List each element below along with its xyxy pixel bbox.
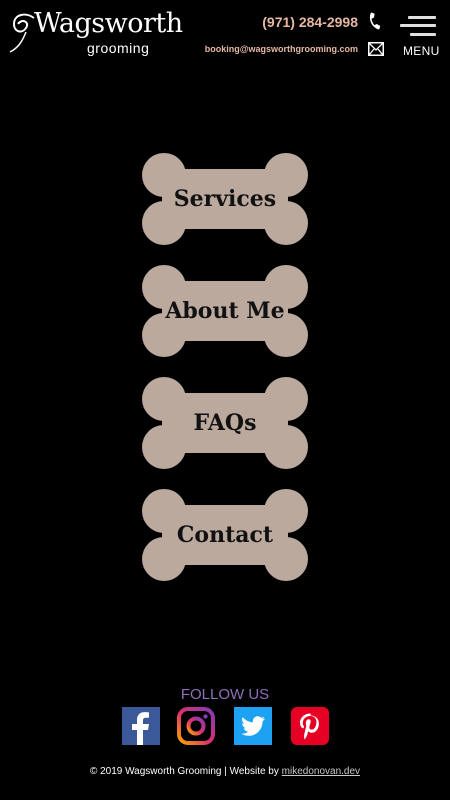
instagram-icon[interactable]	[177, 707, 215, 745]
twitter-icon[interactable]	[234, 707, 272, 745]
hamburger-icon-bar	[408, 16, 436, 19]
faqs-label: FAQs	[193, 410, 257, 436]
copyright-label: © 2019 Wagsworth Grooming | Website by	[89, 766, 279, 777]
mail-icon[interactable]	[368, 42, 384, 56]
bone-icon	[142, 377, 308, 469]
bone-icon	[142, 265, 308, 357]
logo[interactable]: Wagsworth grooming	[8, 6, 183, 60]
hamburger-icon-bar	[400, 24, 436, 27]
bone-icon	[142, 489, 308, 581]
copyright-text: © 2019 Wagsworth Grooming | Website by m…	[0, 766, 450, 777]
services-button[interactable]: Services	[142, 153, 308, 245]
bone-icon	[142, 153, 308, 245]
menu-button[interactable]: MENU	[400, 14, 440, 60]
logo-swirl-icon	[9, 13, 35, 53]
hamburger-icon-bar	[410, 33, 436, 36]
phone-number-link[interactable]: (971) 284-2998	[262, 14, 358, 30]
email-link[interactable]: booking@wagsworthgrooming.com	[204, 44, 358, 54]
logo-subtext: grooming	[87, 40, 150, 56]
pinterest-icon[interactable]	[291, 707, 329, 745]
follow-us-heading: FOLLOW US	[180, 686, 270, 703]
logo-text: Wagsworth	[34, 8, 183, 39]
services-label: Services	[173, 186, 277, 212]
faqs-button[interactable]: FAQs	[142, 377, 308, 469]
phone-icon[interactable]	[366, 12, 384, 30]
about-me-label: About Me	[165, 298, 285, 324]
menu-label: MENU	[403, 44, 440, 58]
facebook-icon[interactable]	[122, 707, 160, 745]
contact-label: Contact	[176, 522, 274, 548]
about-me-button[interactable]: About Me	[142, 265, 308, 357]
contact-button[interactable]: Contact	[142, 489, 308, 581]
credit-link[interactable]: mikedonovan.dev	[281, 766, 361, 777]
